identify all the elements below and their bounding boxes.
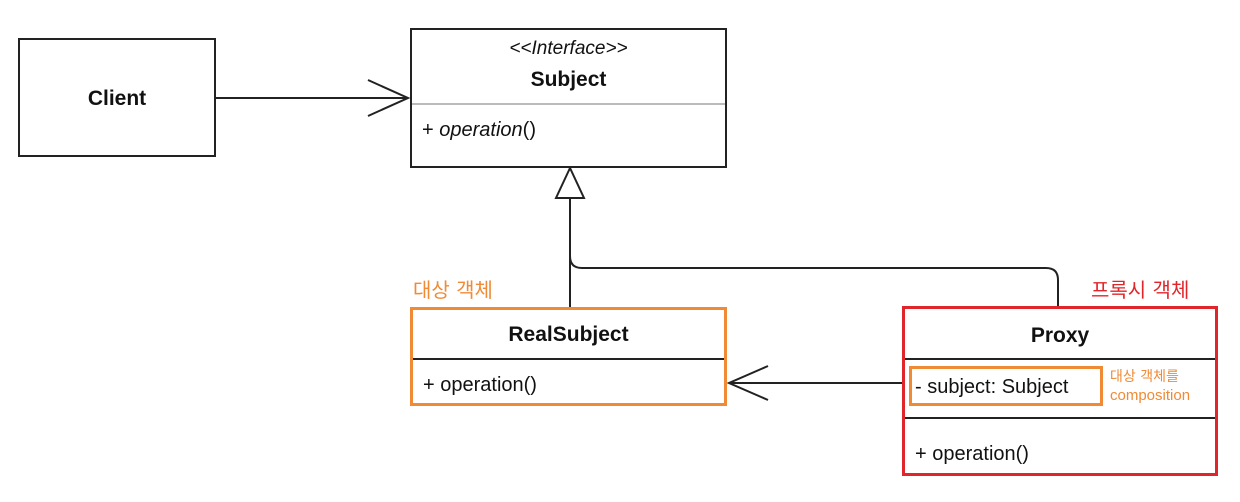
inheritance-triangle <box>554 165 586 199</box>
subject-stereotype: <<Interface>> <box>509 38 628 59</box>
subject-operation-name: operation <box>439 119 523 141</box>
proxy-operation: + operation() <box>915 443 1029 465</box>
real-subject-annotation: 대상 객체 <box>413 278 493 302</box>
client-name: Client <box>87 87 147 110</box>
proxy-annotation: 프록시 객체 <box>1091 278 1190 302</box>
subject-operation-prefix: + <box>422 119 440 141</box>
real-subject-name: RealSubject <box>508 323 629 346</box>
proxy-class: Proxy - subject: Subject 대상 객체를 composit… <box>902 306 1218 476</box>
proxy-field-note-line2: composition <box>1110 387 1191 404</box>
real-subject-operation: + operation() <box>423 374 537 396</box>
proxy-inheritance-branch <box>569 255 1059 307</box>
subject-interface: <<Interface>> Subject + operation() <box>410 28 727 168</box>
proxy-field-box: - subject: Subject <box>909 366 1103 406</box>
subject-operation: + operation() <box>422 119 536 142</box>
client-to-subject-arrowhead <box>367 79 411 117</box>
subject-operation-suffix: () <box>522 119 536 141</box>
proxy-field: - subject: Subject <box>915 376 1069 398</box>
proxy-name: Proxy <box>1030 324 1090 347</box>
real-subject-class: RealSubject + operation() <box>410 307 727 406</box>
proxy-divider-bottom <box>905 417 1215 419</box>
subject-divider <box>412 103 725 105</box>
client-class: Client <box>18 38 216 157</box>
real-subject-divider <box>413 358 724 360</box>
proxy-field-note-line1: 대상 객체를 <box>1110 369 1179 385</box>
subject-name: Subject <box>530 68 607 91</box>
proxy-to-realsubject-arrowhead <box>726 365 769 401</box>
proxy-divider-top <box>905 358 1215 360</box>
